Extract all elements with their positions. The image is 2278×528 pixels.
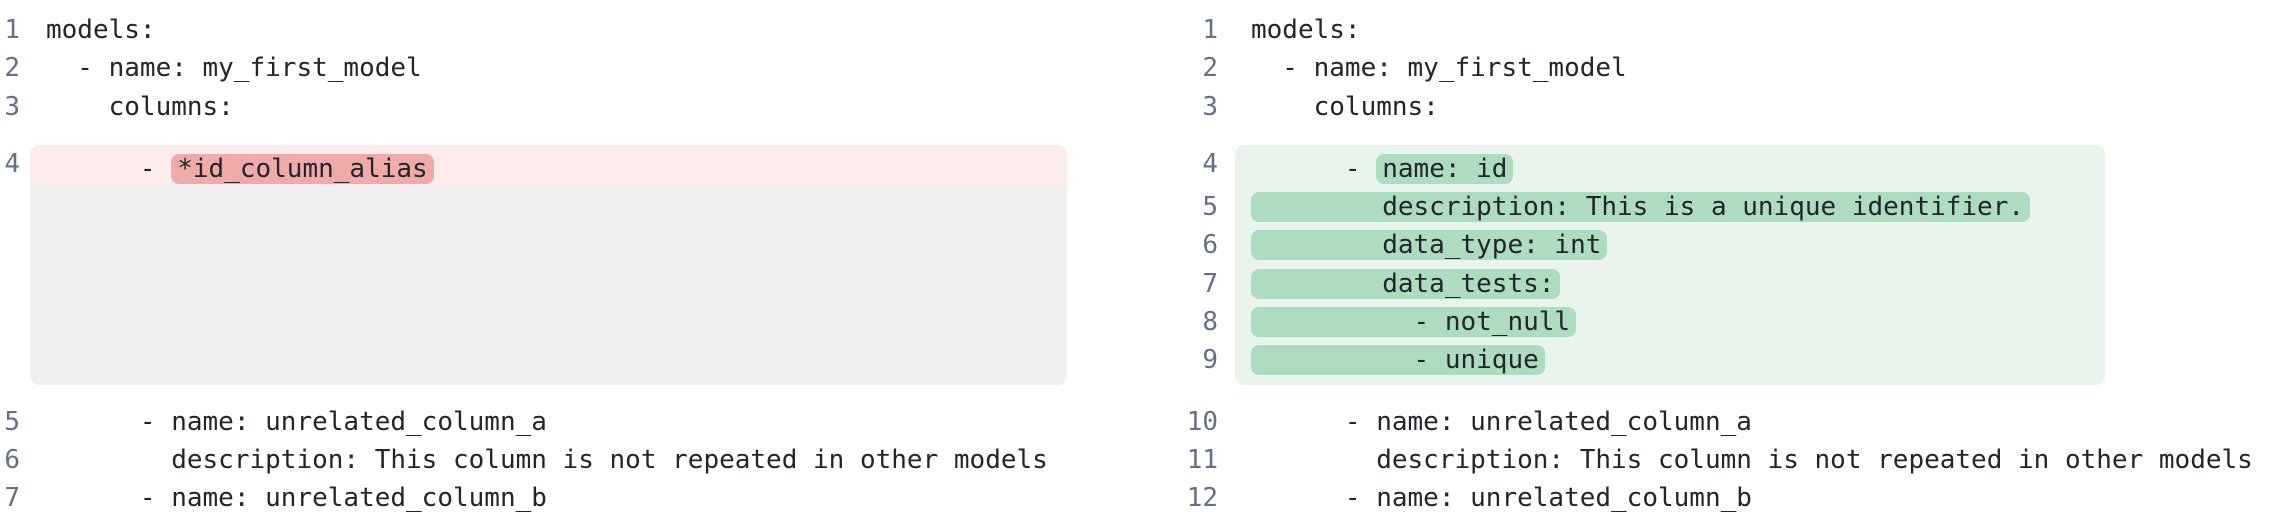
code-line: description: This is a unique identifier… [1235, 188, 2105, 227]
code-line: - name: id [1235, 144, 2105, 189]
diff-row: 4 - name: id [1140, 144, 2278, 189]
line-number: 7 [4, 483, 20, 514]
code-text: - name: my_first_model [1251, 53, 1627, 84]
line-number: 11 [1186, 444, 1218, 475]
diff-row: 3 columns: [0, 88, 1140, 126]
code-line: description: This column is not repeated… [30, 441, 1048, 479]
filler-row [0, 188, 1140, 385]
line-number: 9 [1202, 345, 1218, 376]
changed-text: data_type: int [1251, 230, 1608, 261]
diff-row: 5 description: This is a unique identifi… [1140, 188, 2278, 227]
diff-row: 12 - name: unrelated_column_b [1140, 479, 2278, 517]
line-number: 5 [4, 406, 20, 437]
code-line: models: [30, 11, 156, 49]
line-number: 12 [1186, 483, 1218, 514]
code-text: - name: unrelated_column_b [1251, 483, 1752, 514]
diff-row: 1 models: [1140, 11, 2278, 49]
diff-row: 11 description: This column is not repea… [1140, 441, 2278, 479]
code-text: - name: unrelated_column_b [46, 483, 547, 514]
diff-row: 7 - name: unrelated_column_b [0, 479, 1140, 517]
changed-text: - not_null [1251, 307, 1577, 338]
line-number: 4 [4, 148, 20, 179]
diff-row: 4 - *id_column_alias [0, 144, 1140, 189]
line-number: 4 [1202, 148, 1218, 179]
code-text: - [46, 153, 172, 184]
diff-row: 2 - name: my_first_model [1140, 49, 2278, 87]
code-line: data_type: int [1235, 226, 2105, 265]
missing-lines-placeholder [30, 188, 1067, 385]
changed-text: *id_column_alias [171, 153, 434, 184]
diff-row: 10 - name: unrelated_column_a [1140, 403, 2278, 441]
code-line: - not_null [1235, 303, 2105, 342]
line-number: 6 [4, 444, 20, 475]
code-line: - name: unrelated_column_b [30, 479, 547, 517]
code-line: - name: unrelated_column_a [30, 403, 547, 441]
code-text: columns: [46, 91, 234, 122]
code-text: - name: unrelated_column_a [46, 406, 547, 437]
line-number: 7 [1202, 268, 1218, 299]
line-number: 2 [1202, 53, 1218, 84]
line-number [0, 188, 20, 385]
line-number: 10 [1186, 406, 1218, 437]
diff-row: 2 - name: my_first_model [0, 49, 1140, 87]
changed-text: - unique [1251, 345, 1545, 376]
changed-text: description: This is a unique identifier… [1251, 192, 2031, 223]
code-line: columns: [30, 88, 234, 126]
code-line: columns: [1235, 88, 1439, 126]
line-number: 8 [1202, 307, 1218, 338]
line-number: 3 [4, 91, 20, 122]
diff-row: 6 data_type: int [1140, 226, 2278, 265]
code-text: description: This column is not repeated… [46, 444, 1048, 475]
diff-row: 8 - not_null [1140, 303, 2278, 342]
code-line: description: This column is not repeated… [1235, 441, 2253, 479]
line-number: 1 [4, 15, 20, 45]
line-number: 6 [1202, 230, 1218, 261]
diff-row: 5 - name: unrelated_column_a [0, 403, 1140, 441]
code-line: - name: unrelated_column_a [1235, 403, 1752, 441]
code-text: columns: [1251, 91, 1439, 122]
diff-row: 1 models: [0, 11, 1140, 49]
line-number: 3 [1202, 91, 1218, 122]
code-text: models: [46, 15, 156, 45]
code-line: - name: unrelated_column_b [1235, 479, 1752, 517]
line-number: 1 [1202, 15, 1218, 45]
diff-row: 6 description: This column is not repeat… [0, 441, 1140, 479]
code-text: - name: unrelated_column_a [1251, 406, 1752, 437]
code-text: - [1251, 153, 1377, 184]
code-line: - name: my_first_model [30, 49, 422, 87]
code-line: models: [1235, 11, 1361, 49]
code-line: - unique [1235, 341, 2105, 385]
changed-text: data_tests: [1251, 268, 1561, 299]
diff-row: 3 columns: [1140, 88, 2278, 126]
code-line: - name: my_first_model [1235, 49, 1627, 87]
code-text: models: [1251, 15, 1361, 45]
diff-row: 7 data_tests: [1140, 264, 2278, 304]
changed-text: name: id [1376, 153, 1514, 184]
line-number: 2 [4, 53, 20, 84]
line-number: 5 [1202, 192, 1218, 223]
code-text: - name: my_first_model [46, 53, 422, 84]
code-text: description: This column is not repeated… [1251, 444, 2253, 475]
code-line: data_tests: [1235, 264, 2105, 304]
code-line: - *id_column_alias [30, 144, 1067, 189]
diff-row: 9 - unique [1140, 341, 2278, 385]
